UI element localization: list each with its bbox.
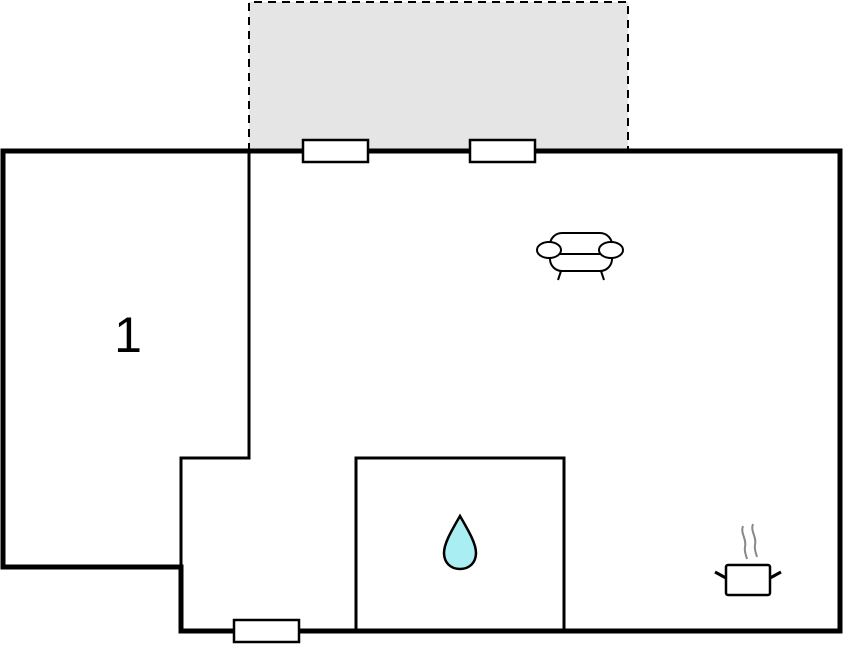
cooking-pot-icon <box>714 523 782 597</box>
terrace-area <box>248 1 629 151</box>
window-top-1 <box>301 138 370 164</box>
outer-walls <box>0 148 843 634</box>
water-drop-icon <box>442 513 478 571</box>
room-label-1: 1 <box>114 307 142 363</box>
inner-walls <box>179 151 566 631</box>
sofa-icon <box>536 232 624 281</box>
windows <box>232 138 537 644</box>
window-top-2 <box>468 138 537 164</box>
window-bottom <box>232 618 301 644</box>
bathroom-walls <box>354 456 566 631</box>
